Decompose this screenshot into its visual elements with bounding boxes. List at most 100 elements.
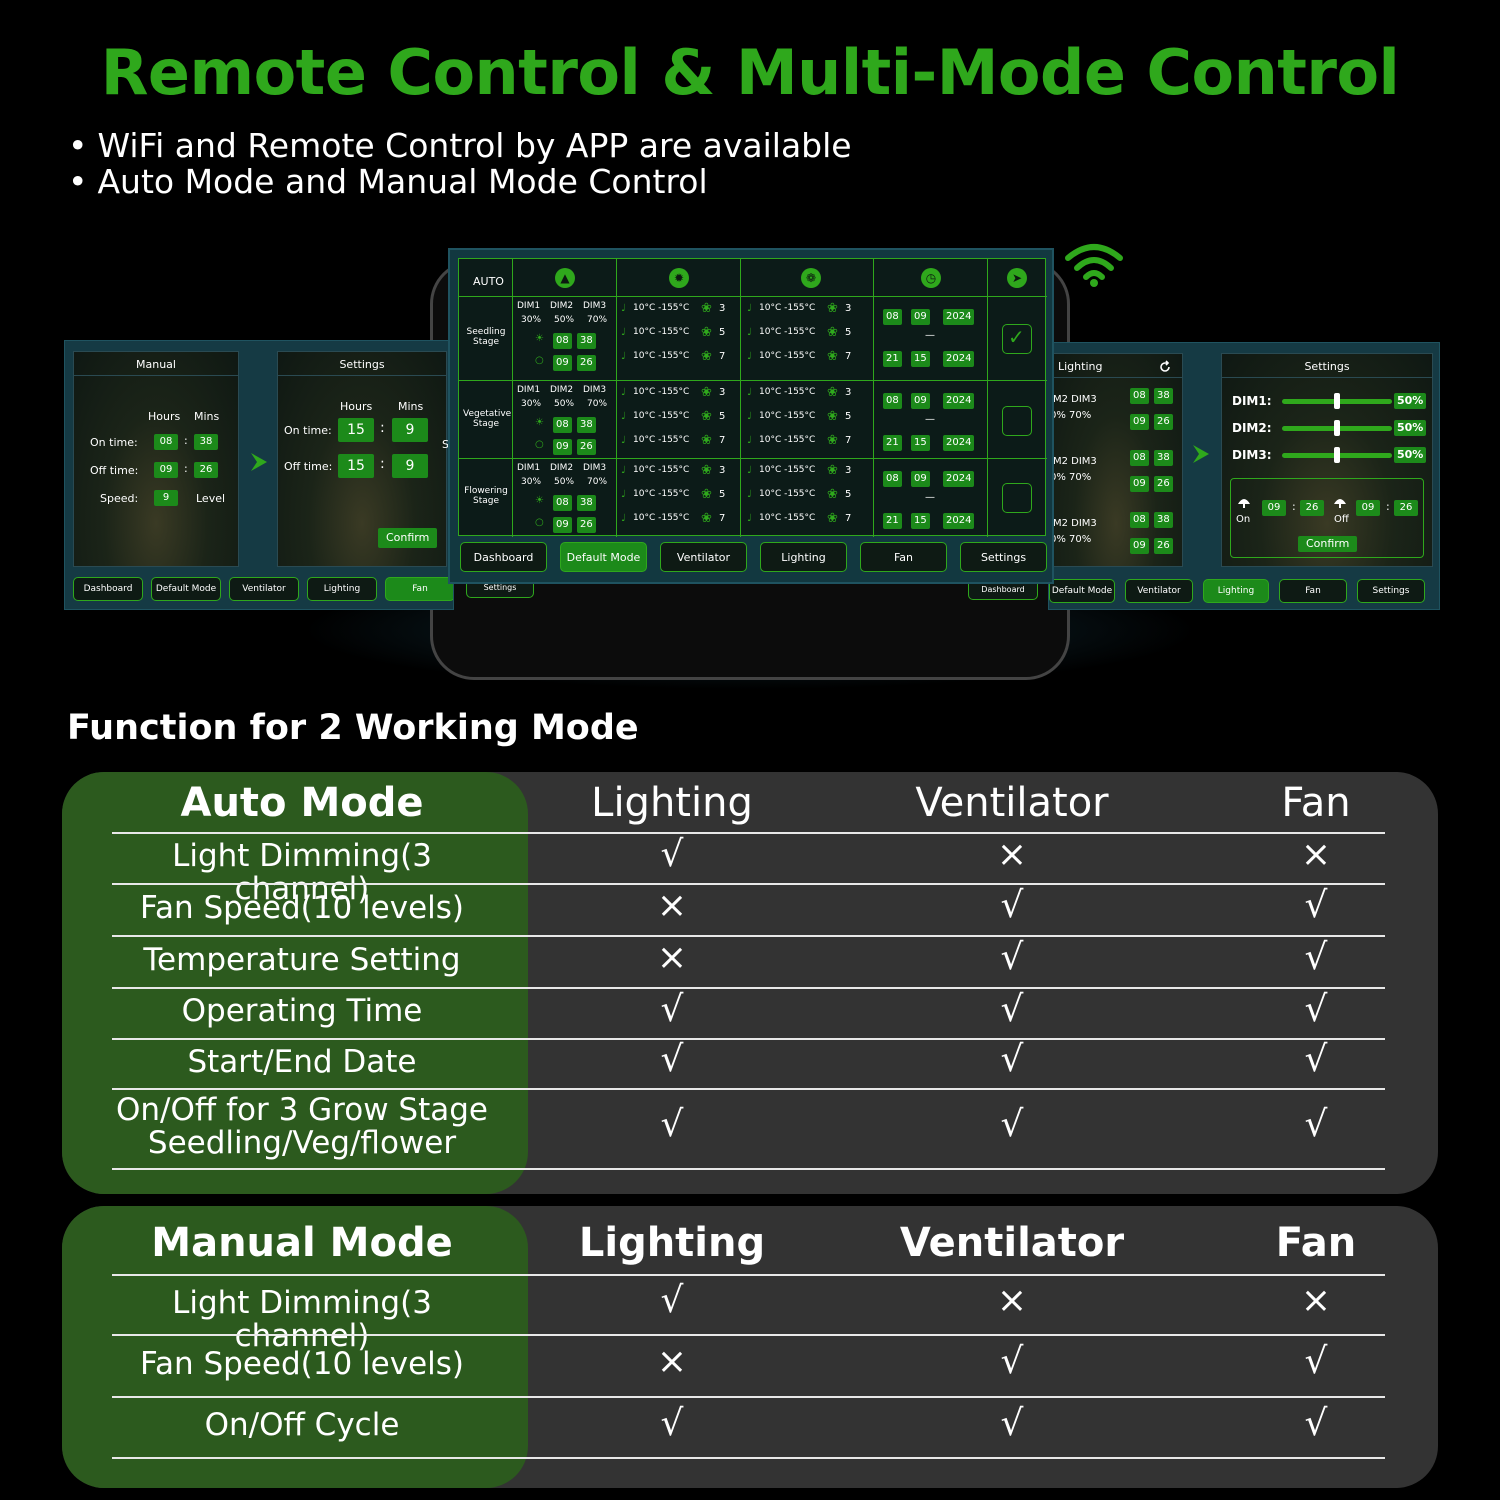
- fan-temp-range: 10°C -155°C: [759, 435, 816, 445]
- nav-settings[interactable]: Settings: [960, 542, 1047, 572]
- start-date-field[interactable]: 08: [883, 309, 902, 325]
- fan-icon: ❀: [701, 385, 712, 400]
- dim-value: 50%: [1394, 447, 1427, 463]
- speed-field[interactable]: 9: [154, 490, 178, 506]
- nav-fan[interactable]: Fan: [385, 577, 453, 601]
- off-mins-field[interactable]: 26: [1154, 476, 1173, 492]
- off-time-label: Off time:: [90, 464, 139, 477]
- confirm-button[interactable]: Confirm: [1298, 536, 1358, 552]
- nav-lighting[interactable]: Lighting: [1203, 579, 1269, 603]
- thermometer-icon: ♩: [747, 411, 752, 422]
- lamp-icon: [1238, 499, 1250, 508]
- nav-dashboard[interactable]: Dashboard: [460, 542, 547, 572]
- start-date-field[interactable]: 09: [911, 471, 930, 487]
- end-date-field[interactable]: 15: [911, 351, 930, 367]
- nav-default-mode[interactable]: Default Mode: [560, 542, 647, 572]
- off-mins-field[interactable]: 9: [392, 454, 428, 478]
- off-hours-field[interactable]: 09: [553, 517, 572, 533]
- on-hours-field[interactable]: 08: [1130, 450, 1149, 466]
- fan-temp-range: 10°C -155°C: [759, 465, 816, 475]
- on-mins-field[interactable]: 26: [1300, 500, 1324, 516]
- off-hours-field[interactable]: 09: [1130, 414, 1149, 430]
- thermometer-icon: ♩: [747, 387, 752, 398]
- dim-slider-thumb[interactable]: [1334, 447, 1340, 463]
- on-hours-field[interactable]: 09: [1262, 500, 1286, 516]
- start-date-field[interactable]: 2024: [943, 309, 975, 325]
- dim-slider-thumb[interactable]: [1334, 393, 1340, 409]
- bulb-icon: ☀: [535, 333, 544, 344]
- chevron-right-icon: [251, 453, 267, 471]
- end-date-field[interactable]: 21: [883, 513, 902, 529]
- check-mark: √: [1304, 937, 1328, 978]
- on-hours-field[interactable]: 08: [154, 434, 178, 450]
- on-mins-field[interactable]: 9: [392, 418, 428, 442]
- end-date-field[interactable]: 2024: [943, 435, 975, 451]
- nav-settings[interactable]: Settings: [1357, 579, 1425, 603]
- on-hours-field[interactable]: 08: [553, 495, 572, 511]
- off-hours-field[interactable]: 09: [553, 439, 572, 455]
- nav-default-mode[interactable]: Default Mode: [1049, 579, 1115, 603]
- nav-ventilator[interactable]: Ventilator: [1125, 579, 1193, 603]
- start-date-field[interactable]: 08: [883, 393, 902, 409]
- dim-slider-thumb[interactable]: [1334, 420, 1340, 436]
- off-hours-field[interactable]: 09: [1356, 500, 1380, 516]
- table-rule: [112, 1334, 1385, 1336]
- ventilator-level: 5: [719, 411, 726, 422]
- end-date-field[interactable]: 21: [883, 351, 902, 367]
- nav-dashboard[interactable]: Dashboard: [73, 577, 143, 601]
- on-mins-field[interactable]: 38: [577, 333, 596, 349]
- stage-checkbox[interactable]: [1002, 483, 1032, 513]
- nav-lighting[interactable]: Lighting: [307, 577, 377, 601]
- on-hours-field[interactable]: 08: [553, 333, 572, 349]
- nav-ventilator[interactable]: Ventilator: [660, 542, 747, 572]
- stage-checkbox[interactable]: [1002, 406, 1032, 436]
- end-date-field[interactable]: 15: [911, 513, 930, 529]
- bullet-wifi: WiFi and Remote Control by APP are avail…: [68, 128, 851, 164]
- off-mins-field[interactable]: 26: [1394, 500, 1418, 516]
- start-date-field[interactable]: 2024: [943, 471, 975, 487]
- on-hours-field[interactable]: 08: [553, 417, 572, 433]
- start-date-field[interactable]: 09: [911, 309, 930, 325]
- end-date-field[interactable]: 15: [911, 435, 930, 451]
- on-hours-field[interactable]: 15: [338, 418, 374, 442]
- stage-checkbox[interactable]: ✓: [1002, 324, 1032, 354]
- start-date-field[interactable]: 08: [883, 471, 902, 487]
- ventilator-level: 3: [719, 387, 726, 398]
- on-mins-field[interactable]: 38: [577, 495, 596, 511]
- check-mark: √: [660, 1402, 684, 1444]
- on-mins-field[interactable]: 38: [1154, 388, 1173, 404]
- off-mins-field[interactable]: 26: [577, 355, 596, 371]
- on-mins-field[interactable]: 38: [1154, 450, 1173, 466]
- end-date-field[interactable]: 2024: [943, 351, 975, 367]
- confirm-button[interactable]: Confirm: [378, 528, 438, 548]
- fan-icon: ❀: [827, 511, 838, 526]
- on-hours-field[interactable]: 08: [1130, 512, 1149, 528]
- off-hours-field[interactable]: 09: [1130, 538, 1149, 554]
- nav-fan[interactable]: Fan: [860, 542, 947, 572]
- start-date-field[interactable]: 2024: [943, 393, 975, 409]
- check-mark: √: [1000, 988, 1024, 1030]
- nav-lighting[interactable]: Lighting: [760, 542, 847, 572]
- end-date-field[interactable]: 2024: [943, 513, 975, 529]
- off-hours-field[interactable]: 09: [553, 355, 572, 371]
- off-hours-field[interactable]: 09: [1130, 476, 1149, 492]
- off-mins-field[interactable]: 26: [577, 517, 596, 533]
- off-hours-field[interactable]: 09: [154, 462, 178, 478]
- on-hours-field[interactable]: 08: [1130, 388, 1149, 404]
- end-date-field[interactable]: 21: [883, 435, 902, 451]
- nav-default-mode[interactable]: Default Mode: [151, 577, 221, 601]
- nav-fan[interactable]: Fan: [1279, 579, 1347, 603]
- off-mins-field[interactable]: 26: [577, 439, 596, 455]
- off-mins-field[interactable]: 26: [1154, 538, 1173, 554]
- on-mins-field[interactable]: 38: [1154, 512, 1173, 528]
- on-mins-field[interactable]: 38: [577, 417, 596, 433]
- off-mins-field[interactable]: 26: [1154, 414, 1173, 430]
- thermometer-icon: ♩: [747, 489, 752, 500]
- start-date-field[interactable]: 09: [911, 393, 930, 409]
- nav-ventilator[interactable]: Ventilator: [229, 577, 299, 601]
- off-hours-field[interactable]: 15: [338, 454, 374, 478]
- on-mins-field[interactable]: 38: [194, 434, 218, 450]
- thermometer-icon: ♩: [747, 351, 752, 362]
- off-mins-field[interactable]: 26: [194, 462, 218, 478]
